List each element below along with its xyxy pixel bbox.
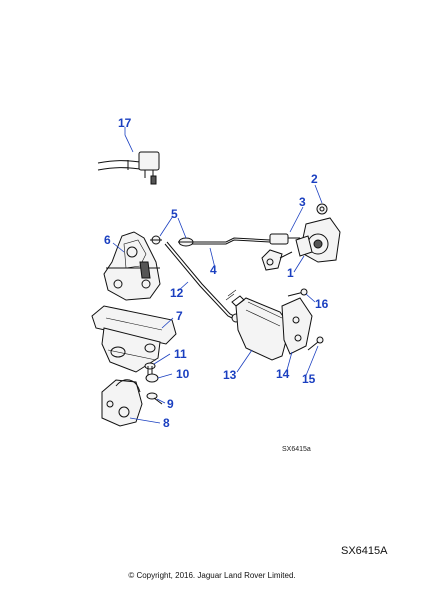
actuator-13 (225, 289, 291, 361)
mounting-bracket-14 (281, 297, 313, 355)
callout-15: 15 (302, 372, 316, 386)
lock-barrel-1 (261, 217, 341, 271)
nut-2 (316, 203, 328, 215)
callout-16: 16 (315, 297, 329, 311)
screw-15 (307, 336, 324, 351)
bolt-9 (146, 392, 163, 405)
leader-lines (112, 127, 323, 424)
latch-mechanism-6 (103, 231, 161, 301)
screw-11 (144, 362, 156, 376)
callout-2: 2 (311, 172, 318, 186)
diagram-reference-large: SX6415A (341, 545, 388, 557)
screw-16 (287, 288, 308, 297)
cable-end-3 (269, 233, 300, 245)
callout-4: 4 (210, 263, 217, 277)
callout-8: 8 (163, 416, 170, 430)
cable-connector-17 (97, 151, 160, 185)
callout-12: 12 (170, 286, 184, 300)
callout-11: 11 (174, 347, 187, 361)
diagram-reference-small: SX6415a (282, 446, 311, 453)
callout-17: 17 (118, 116, 132, 130)
callout-9: 9 (167, 397, 174, 411)
clips-5 (150, 235, 194, 247)
washer-10 (145, 373, 159, 383)
callout-7: 7 (176, 309, 183, 323)
callout-10: 10 (176, 367, 190, 381)
copyright-notice: © Copyright, 2016. Jaguar Land Rover Lim… (128, 571, 296, 580)
callout-13: 13 (223, 368, 237, 382)
bracket-8 (101, 379, 143, 427)
callout-1: 1 (287, 266, 294, 280)
callout-3: 3 (299, 195, 306, 209)
callout-5: 5 (171, 207, 178, 221)
callout-14: 14 (276, 367, 290, 381)
latch-plate-7 (91, 305, 177, 373)
callout-6: 6 (104, 233, 111, 247)
